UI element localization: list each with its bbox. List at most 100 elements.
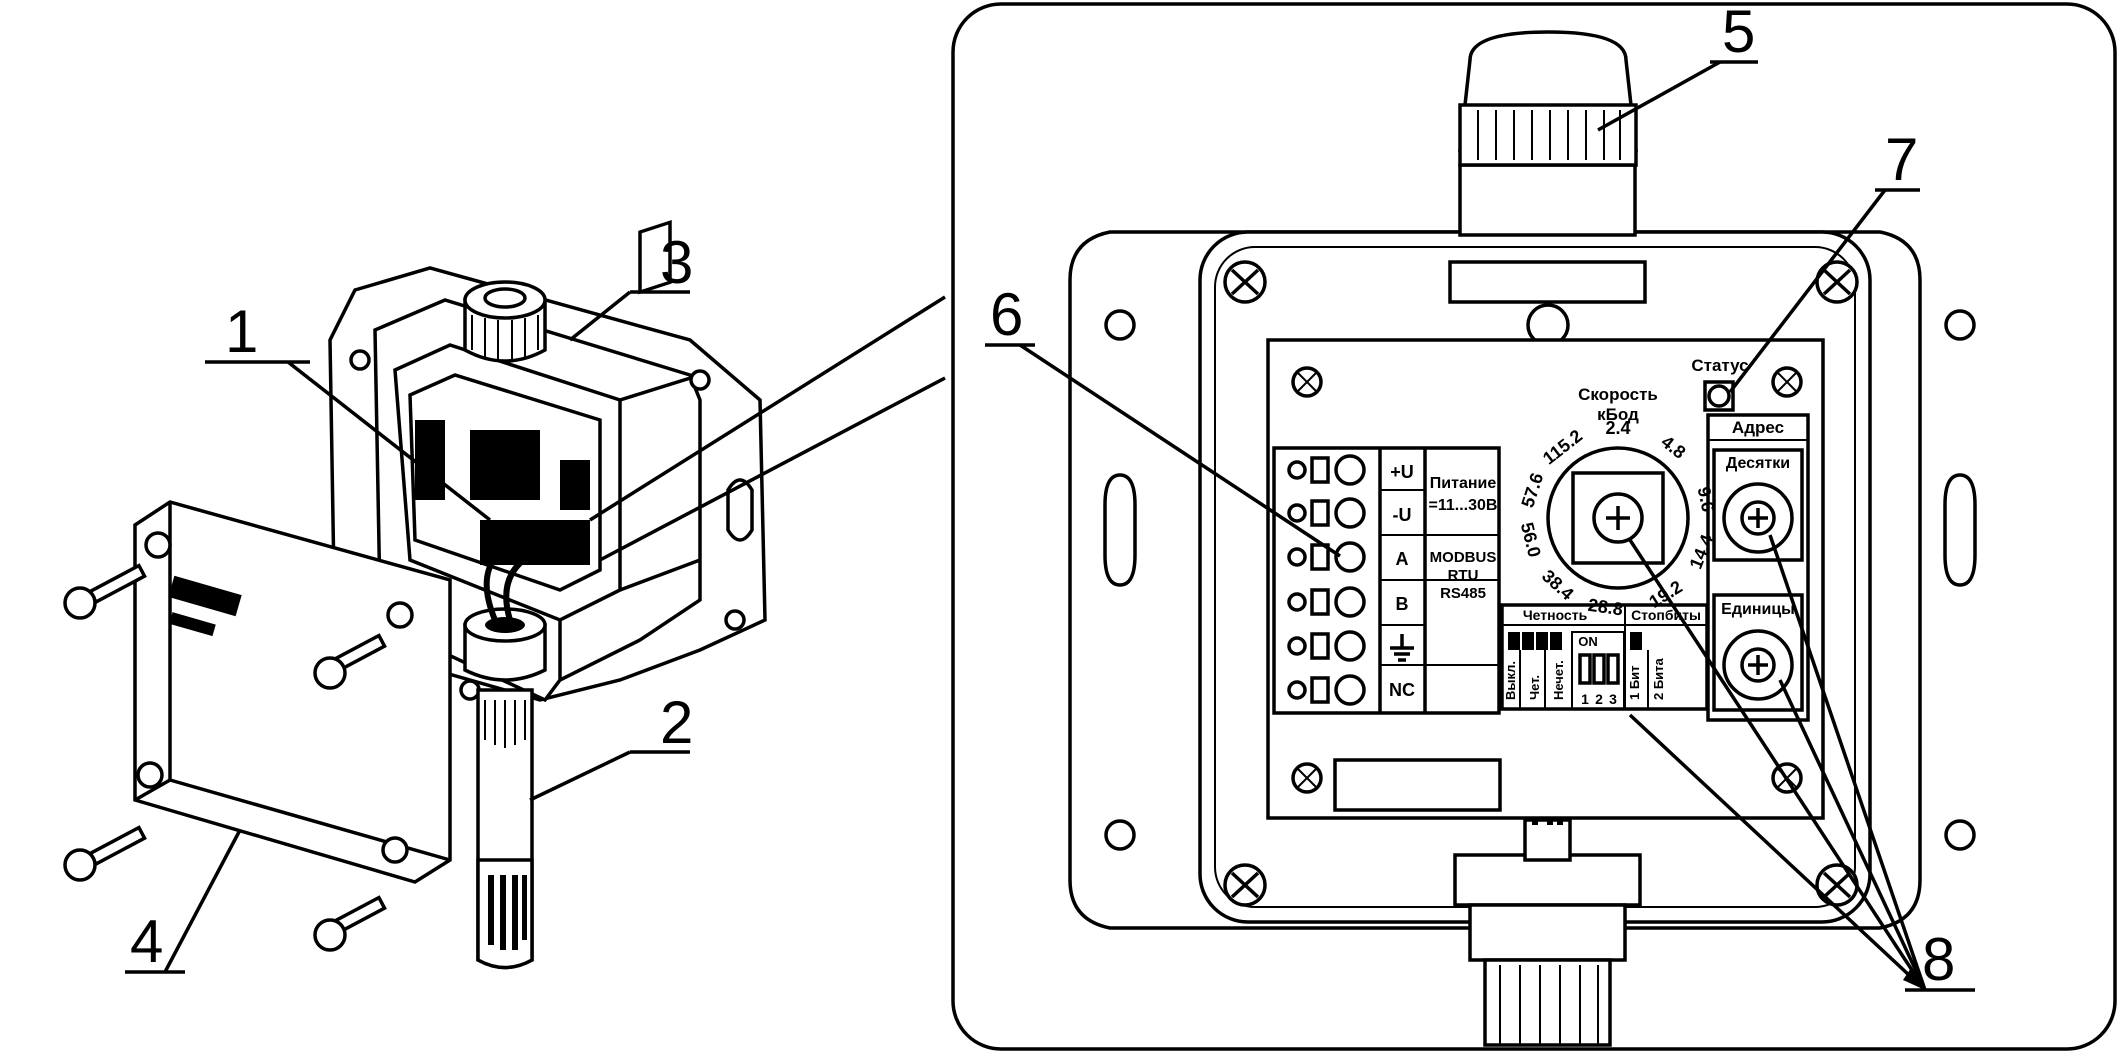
flange-hole-4 xyxy=(1944,819,1976,851)
address-title: Адрес xyxy=(1732,418,1784,437)
parity-off-label: Выкл. xyxy=(1503,661,1518,700)
dip-switch-block: Четность Стопбиты Выкл. Чет. Нечет. 1 Би… xyxy=(1500,603,1709,711)
flange-hole-3 xyxy=(1104,819,1136,851)
leader-3 xyxy=(568,290,632,342)
terminal-row-3 xyxy=(1287,541,1366,573)
callout-5: 5 xyxy=(1722,0,1755,65)
screw-tr xyxy=(313,633,387,690)
baud-rate-label: Скорость xyxy=(1578,385,1658,404)
corner-screw-bl xyxy=(1223,863,1267,907)
screw-bl xyxy=(63,825,147,882)
terminal-block: +U -U A B NC Питание =11...30В MODBUS RT… xyxy=(1272,446,1501,715)
exploded-leaders xyxy=(125,290,946,974)
callout-7: 7 xyxy=(1885,126,1918,193)
flange-hole-2 xyxy=(1944,309,1976,341)
cover-screw-hole-br xyxy=(381,836,409,864)
detail-frame xyxy=(951,2,2117,1051)
board-screw-bl xyxy=(1291,762,1323,794)
top-cable-gland xyxy=(463,280,547,363)
terminal-row-6 xyxy=(1287,674,1366,706)
callout-3: 3 xyxy=(660,229,693,296)
leader-7 xyxy=(1728,188,1887,394)
detail-bottom-cable-gland xyxy=(1453,818,1642,1047)
leader-2 xyxy=(529,750,631,802)
leader-8-to-units xyxy=(1778,679,1927,991)
bottom-cable-gland xyxy=(463,607,547,682)
probe-cable xyxy=(483,537,542,622)
ground-icon xyxy=(1390,634,1414,662)
leader-4 xyxy=(163,829,242,973)
power-group-label: Питание xyxy=(1430,475,1497,492)
stop-bits-1-label: 1 Бит xyxy=(1627,665,1642,700)
screw-tl xyxy=(63,563,147,620)
stop-bits-label: Стопбиты xyxy=(1631,607,1701,623)
dip-switch-body xyxy=(1571,631,1625,710)
baud-rate-dial-slot xyxy=(1606,506,1630,530)
dip-num-3: 3 xyxy=(1609,691,1617,707)
housing-side-window xyxy=(638,219,672,295)
status-label: Статус xyxy=(1691,356,1748,375)
parity-even-label: Чет. xyxy=(1527,675,1542,700)
zoom-connector-top xyxy=(589,295,946,522)
tens-label: Десятки xyxy=(1726,455,1790,472)
detail-leaders xyxy=(985,60,1975,992)
baud-rate-switch: Скорость кБод 2.44.89.614.419.228.838.45… xyxy=(1517,385,1719,619)
cover-screw-hole-tl xyxy=(144,531,172,559)
interface-label-modbus: MODBUS xyxy=(1430,549,1497,566)
parity-label: Четность xyxy=(1523,607,1588,623)
address-panel: Адрес Десятки Единицы xyxy=(1706,413,1810,722)
leader-6 xyxy=(1019,343,1341,558)
terminal-label-nc: NC xyxy=(1389,680,1415,700)
corner-screw-tl xyxy=(1223,260,1267,304)
interface-label-rs485: RS485 xyxy=(1440,585,1486,602)
zoom-connector-bottom xyxy=(599,376,946,562)
baud-rate-unit-label: кБод xyxy=(1597,405,1639,424)
interface-label-rtu: RTU xyxy=(1448,567,1479,584)
cover-model-label xyxy=(169,612,216,637)
dip-num-2: 2 xyxy=(1595,691,1603,707)
terminal-row-5 xyxy=(1287,630,1366,662)
dip-num-1: 1 xyxy=(1581,691,1589,707)
board-screw-tl xyxy=(1291,366,1323,398)
terminal-row-2 xyxy=(1287,497,1366,529)
power-voltage-label: =11...30В xyxy=(1429,497,1498,514)
callout-4: 4 xyxy=(130,908,163,975)
flange-slot-left xyxy=(1103,473,1137,587)
corner-screw-br xyxy=(1815,863,1859,907)
terminal-row-4 xyxy=(1287,586,1366,618)
parity-odd-label: Нечет. xyxy=(1551,660,1566,700)
baud-rate-tick-28-8: 28.8 xyxy=(1587,595,1624,620)
terminal-label-b: B xyxy=(1396,594,1409,614)
leader-5 xyxy=(1597,60,1721,132)
housing-cover xyxy=(133,500,452,884)
leader-8-to-tens xyxy=(1768,534,1927,991)
dip-switch-2 xyxy=(1592,653,1606,685)
stop-bits-2-label: 2 Бита xyxy=(1651,657,1666,700)
tens-dial-slot xyxy=(1748,508,1768,528)
flange-hole-tr xyxy=(689,369,711,391)
terminal-label-plus-u: +U xyxy=(1390,462,1414,482)
housing-edge-lines xyxy=(558,373,701,680)
cover-screw-hole-tr xyxy=(386,601,414,629)
dip-switch-1 xyxy=(1578,653,1592,685)
board-terminal-block xyxy=(415,420,590,565)
corner-screw-tr xyxy=(1815,260,1859,304)
baud-rate-tick-2-4: 2.4 xyxy=(1605,418,1630,438)
flange-hole-tl xyxy=(349,349,371,371)
units-dial-slot xyxy=(1748,655,1768,675)
terminal-label-minus-u: -U xyxy=(1393,505,1412,525)
tens-switch-frame xyxy=(1712,448,1804,562)
cover-logo xyxy=(168,575,242,617)
cover-screw-hole-bl xyxy=(136,761,164,789)
leader-8-to-dip xyxy=(1628,713,1927,992)
sensor-probe xyxy=(476,688,534,970)
flange-hole-1 xyxy=(1104,309,1136,341)
callout-2: 2 xyxy=(660,689,693,756)
board-blank-label xyxy=(1333,758,1502,812)
terminal-row-1 xyxy=(1287,454,1366,486)
callout-1: 1 xyxy=(225,298,258,365)
dip-on-label: ON xyxy=(1578,634,1598,649)
terminal-label-a: A xyxy=(1396,549,1409,569)
